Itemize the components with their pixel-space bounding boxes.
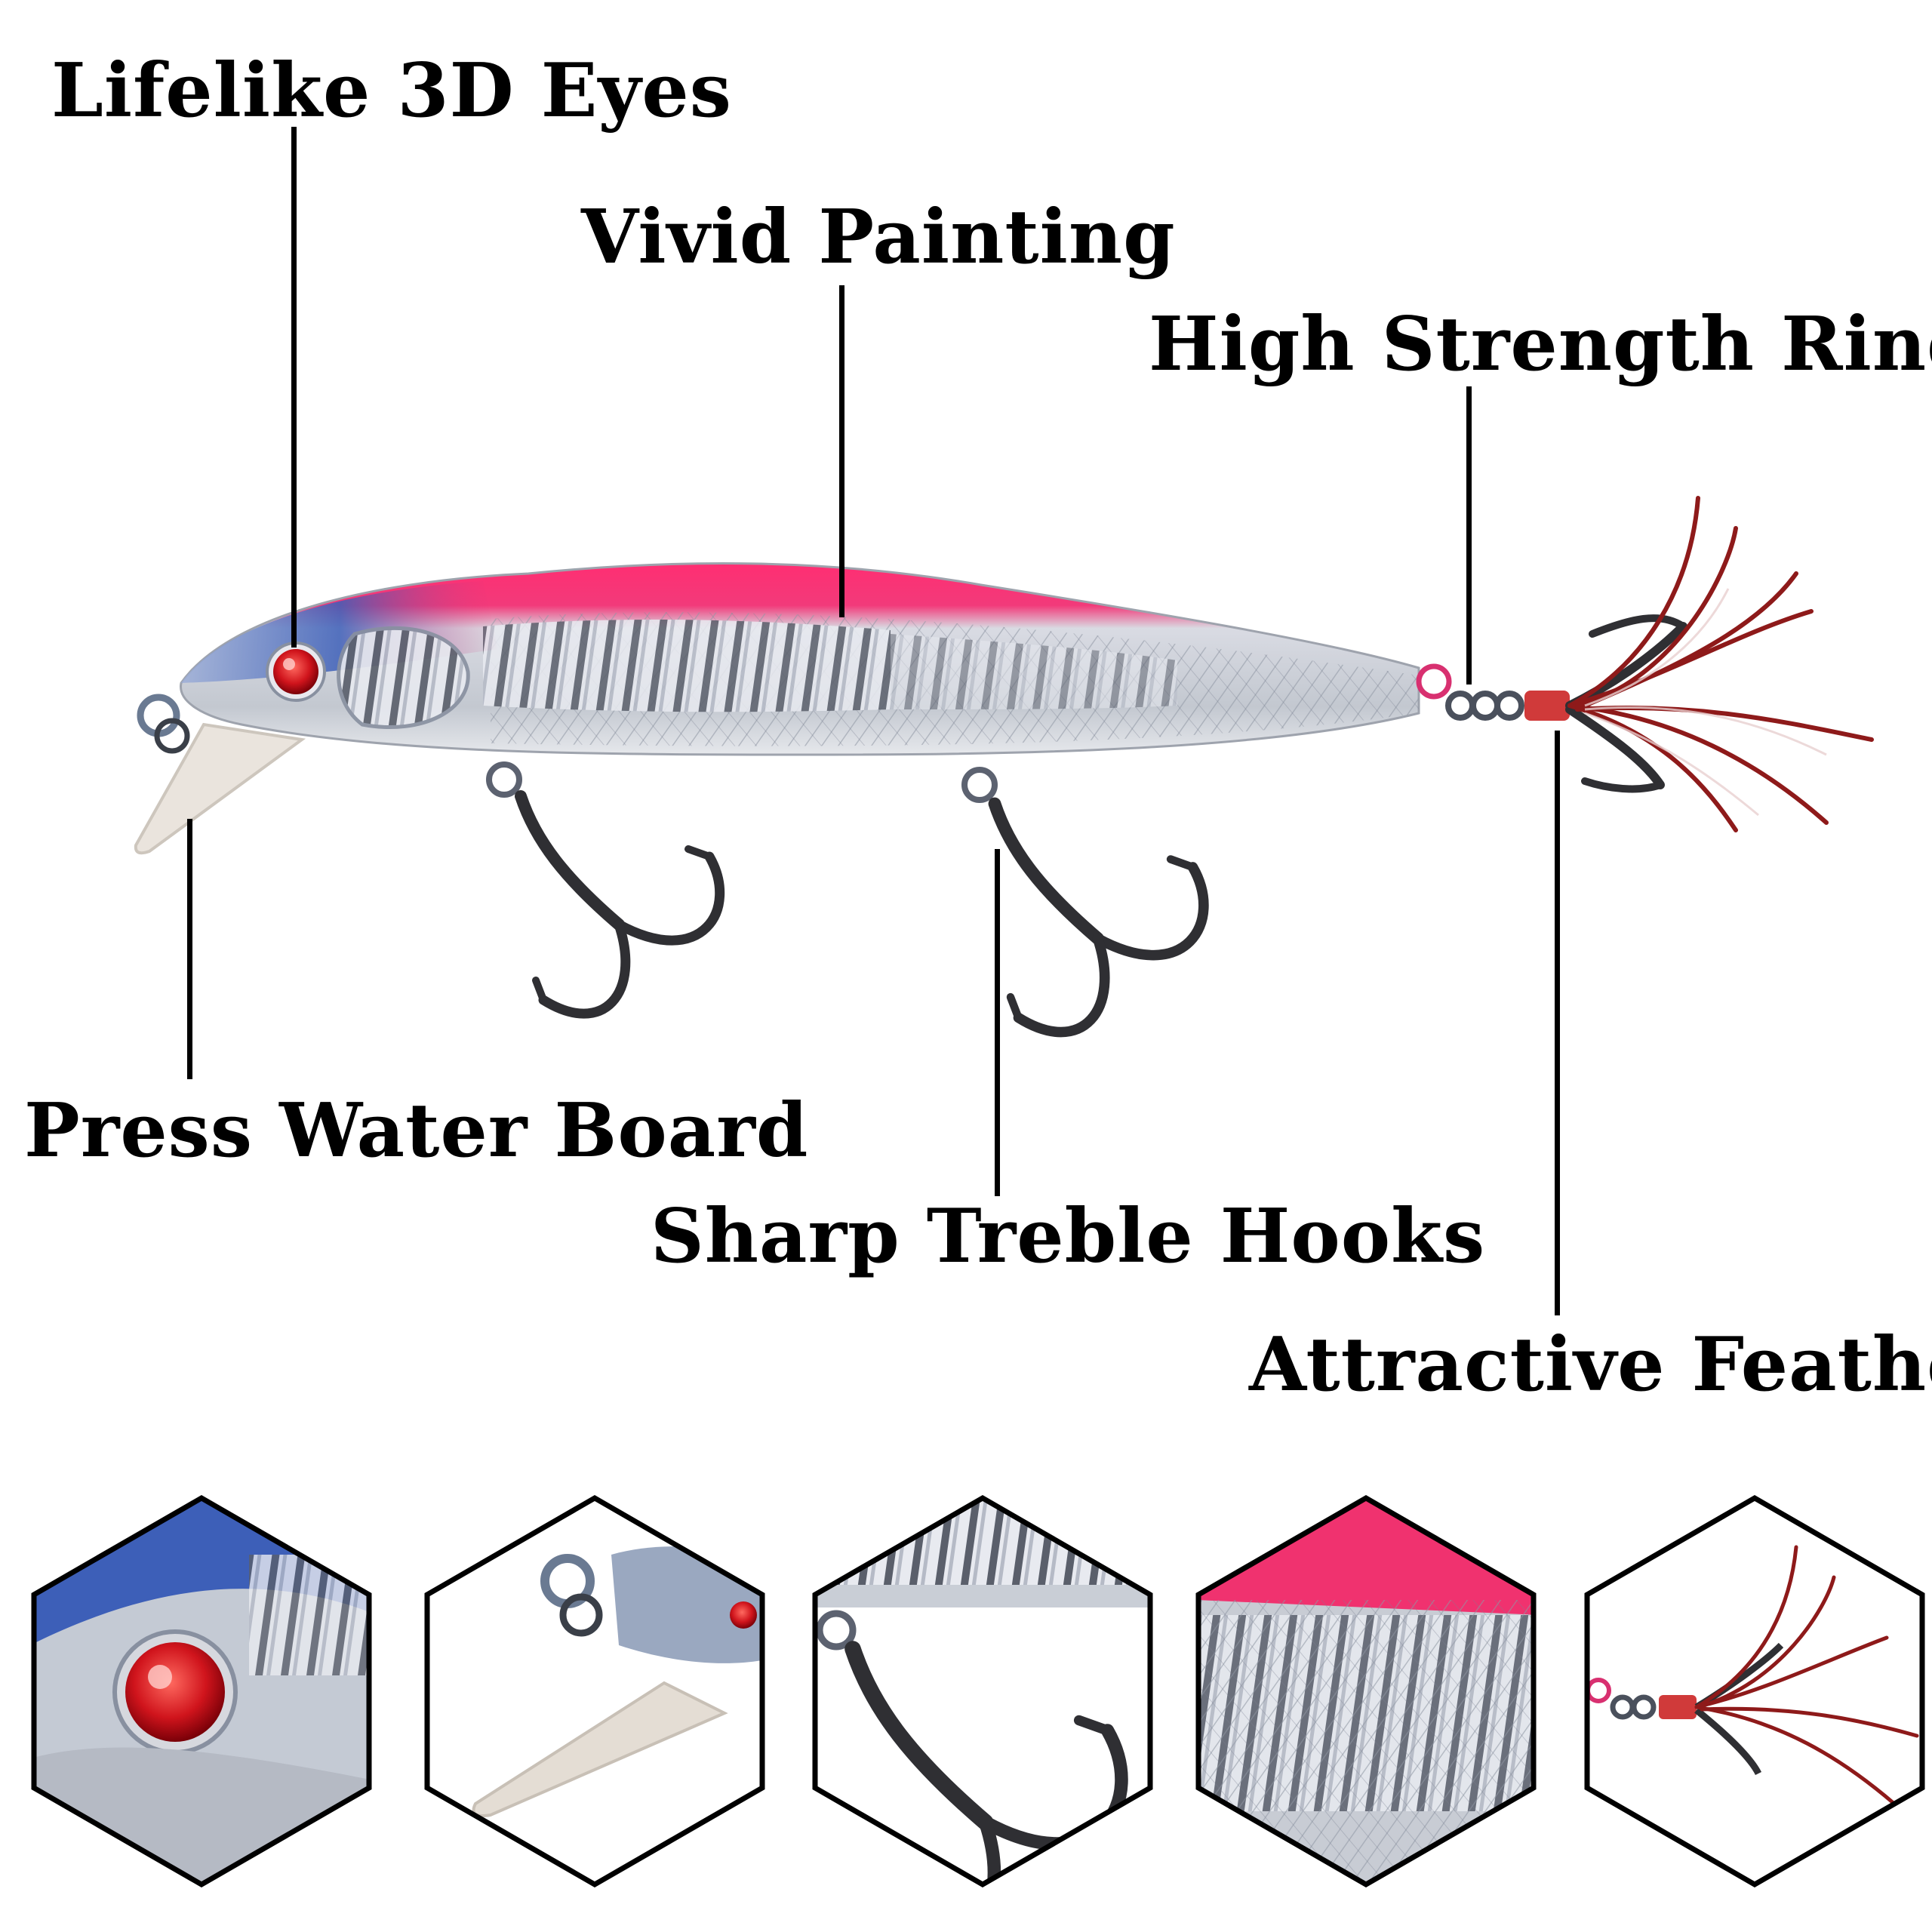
callout-rings: High Strength Rings <box>1149 301 1932 388</box>
callout-feather: Attractive Feather <box>1249 1321 1932 1408</box>
leader-board <box>187 819 192 1079</box>
thumbnail-lip <box>427 1498 762 1884</box>
belly-hook-rear <box>995 804 1204 1032</box>
feather-icon <box>1567 496 1874 832</box>
eye-icon <box>273 649 318 694</box>
callout-painting: Vivid Painting <box>581 194 1176 281</box>
thumbnail-scales <box>1198 1498 1534 1884</box>
leader-feather <box>1555 731 1560 1315</box>
leader-painting <box>839 285 844 617</box>
callout-hooks: Sharp Treble Hooks <box>651 1193 1486 1280</box>
callout-eyes: Lifelike 3D Eyes <box>51 48 732 134</box>
callout-board: Press Water Board <box>24 1088 809 1174</box>
tail-ring <box>1445 691 1475 721</box>
leader-hooks <box>995 849 1000 1196</box>
thumbnail-hook <box>815 1498 1150 1884</box>
thumbnail-eye <box>34 1498 369 1884</box>
feather-wrap <box>1524 691 1570 721</box>
lip-board <box>134 722 306 855</box>
belly-hook-front <box>521 796 720 1014</box>
leader-rings <box>1466 386 1472 685</box>
leader-eyes <box>291 127 297 648</box>
holo-stripes <box>483 619 891 712</box>
thumbnail-feather <box>1587 1498 1922 1884</box>
